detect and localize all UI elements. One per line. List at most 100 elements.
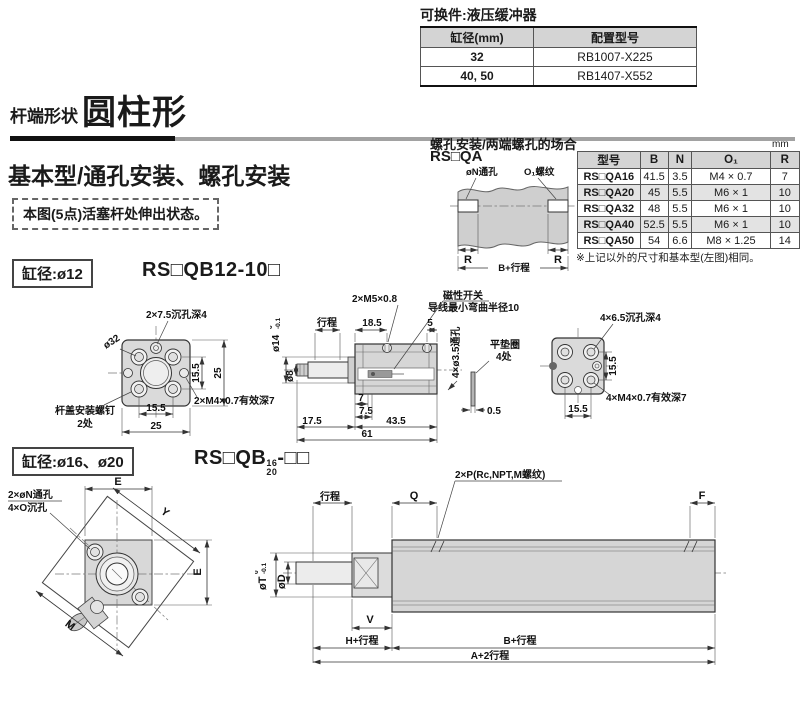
dim-label-dt-tol-upper: 0 <box>255 570 260 574</box>
table-row: RS□QA16 41.5 3.5 M4 × 0.7 7 <box>577 168 800 185</box>
table-row: 型号 B N O₁ R <box>577 151 800 169</box>
dim-label-5: 5 <box>427 318 433 329</box>
dim-label-counterbore: 4×6.5沉孔深4 <box>600 311 661 324</box>
cell-r: 7 <box>769 168 800 185</box>
flat-washer <box>470 371 476 407</box>
table-row: RS□QA50 54 6.6 M8 × 1.25 14 <box>577 232 800 249</box>
dim-label-7: 7 <box>358 393 364 404</box>
cell-b: 45 <box>639 184 669 201</box>
dim-label-dt-group: øT 0 -0.1 <box>255 562 269 590</box>
label-washer: 平垫圈 <box>490 338 520 351</box>
dim-label-18-5: 18.5 <box>362 318 382 329</box>
dim-label-thread: 2×M4×0.7有效深7 <box>194 394 275 407</box>
rod-thread-tip <box>296 363 309 377</box>
dim-label-d8: ø8 <box>285 370 296 382</box>
table-row: RS□QA32 48 5.5 M6 × 1 10 <box>577 200 800 217</box>
heading-prefix: 杆端形状 <box>10 107 78 126</box>
cell-r: 10 <box>769 184 800 201</box>
cell-model: RS□QA20 <box>577 184 641 201</box>
cell-r: 10 <box>769 200 800 217</box>
dim-label-25-h: 25 <box>150 421 162 432</box>
unit-label: mm <box>772 139 789 150</box>
dim-label-a-2stroke: A+2行程 <box>471 649 510 662</box>
col-header-n: N <box>667 151 693 169</box>
table-row: RS□QA20 45 5.5 M6 × 1 10 <box>577 184 800 201</box>
cell-model: RB1007-X225 <box>533 47 697 67</box>
qb12-side-view: 2×M5×0.8 磁性开关 导线最小弯曲半径10 行程 18.5 5 ø14 0… <box>270 289 520 443</box>
qa-title: 螺孔安装/两端螺孔的场合 <box>430 137 577 152</box>
dim-label-d14-tol-upper: 0 <box>270 325 274 329</box>
page-title: 圆柱形 <box>82 94 187 132</box>
model-prefix: RS□QB <box>194 447 267 469</box>
cell-r: 10 <box>769 216 800 233</box>
col-header-bore: 缸径(mm) <box>420 26 534 48</box>
dim-label-o-counterbore: 4×O沉孔 <box>8 501 47 514</box>
cell-n: 5.5 <box>667 184 693 201</box>
qb12-front-view: 2×7.5沉孔深4 ø32 15.5 25 15.5 25 杆盖安装螺钉 2处 … <box>55 308 275 436</box>
label-rod-cover-screw-qty: 2处 <box>77 417 94 430</box>
dim-label-thread: 4×M4×0.7有效深7 <box>606 391 687 404</box>
model-size-top: 16 <box>266 458 278 468</box>
dim-label-stroke: 行程 <box>316 316 337 329</box>
cell-o1: M6 × 1 <box>691 184 771 201</box>
cell-b: 41.5 <box>639 168 669 185</box>
label-washer-qty: 4处 <box>496 350 513 363</box>
bore1620-label: 缸径:ø16、ø20 <box>12 447 134 476</box>
qb1620-side-view: øT 0 -0.1 øD 行程 Q F 2×P(Rc,NPT,M螺纹) V H+… <box>255 468 728 665</box>
dim-label-y: Y <box>158 506 172 520</box>
qa-model: RS□QA <box>430 148 483 165</box>
table-row: RS□QA40 52.5 5.5 M6 × 1 10 <box>577 216 800 233</box>
dim-label-7-5: 7.5 <box>359 406 373 417</box>
table-row: 32 RB1007-X225 <box>420 47 697 67</box>
piston-rod <box>295 561 353 585</box>
dim-label-through-holes: 4×ø3.5通孔 <box>449 327 462 378</box>
dim-label-dd: øD <box>276 574 288 589</box>
dim-label-o1-thread: O₁螺纹 <box>524 166 555 178</box>
dim-label-15-5-h: 15.5 <box>568 404 588 415</box>
dim-label-r-left: R <box>464 254 472 266</box>
cell-o1: M4 × 0.7 <box>691 168 771 185</box>
page-heading: 杆端形状 圆柱形 <box>10 96 187 130</box>
cell-o1: M8 × 1.25 <box>691 232 771 249</box>
dim-label-counterbore: 2×7.5沉孔深4 <box>146 308 207 321</box>
dim-label-e-right: E <box>192 568 204 575</box>
cylinder-body <box>391 539 716 613</box>
dim-label-d32: ø32 <box>102 333 123 352</box>
dim-label-n-hole: øN通孔 <box>466 166 498 178</box>
model-size-bottom: 20 <box>266 467 278 478</box>
cell-model: RB1407-X552 <box>533 66 697 87</box>
dim-label-b-stroke: B+行程 <box>503 634 536 647</box>
dim-label-e-top: E <box>114 476 121 488</box>
heading-rule-black <box>10 136 175 141</box>
cell-n: 3.5 <box>667 168 693 185</box>
dim-label-61: 61 <box>361 429 373 440</box>
section-title: 基本型/通孔安装、螺孔安装 <box>8 163 291 189</box>
thread-slot-right <box>547 199 569 213</box>
cell-b: 48 <box>639 200 669 217</box>
bore12-model: RS□QB12-10□ <box>142 259 281 281</box>
label-rod-cover-screw: 杆盖安装螺钉 <box>55 404 115 417</box>
clamp-screw <box>90 600 104 614</box>
port-1 <box>382 343 392 353</box>
dim-label-17-5: 17.5 <box>302 416 322 427</box>
cell-n: 6.6 <box>667 232 693 249</box>
label-wire-bend-radius: 导线最小弯曲半径10 <box>428 301 520 314</box>
dim-label-dt: øT <box>257 576 269 590</box>
qa-table: 型号 B N O₁ R RS□QA16 41.5 3.5 M4 × 0.7 7 … <box>577 151 800 249</box>
cell-o1: M6 × 1 <box>691 216 771 233</box>
dim-label-h-stroke: H+行程 <box>345 634 378 647</box>
qb12-rear-view: 4×6.5沉孔深4 15.5 4×M4×0.7有效深7 15.5 <box>540 311 687 419</box>
col-header-r: R <box>769 151 800 169</box>
dim-label-b-stroke: B+行程 <box>498 262 530 274</box>
cell-model: RS□QA50 <box>577 232 641 249</box>
cell-b: 52.5 <box>639 216 669 233</box>
cell-model: RS□QA16 <box>577 168 641 185</box>
qa-note: ※上记以外的尺寸和基本型(左图)相同。 <box>576 252 760 264</box>
dim-label-d14-group: ø14 0 -0.1 <box>270 317 282 352</box>
plug-screw <box>549 362 557 370</box>
dim-label-0-5: 0.5 <box>487 406 501 417</box>
col-header-o1: O₁ <box>691 151 771 169</box>
cell-bore: 40, 50 <box>420 66 534 87</box>
